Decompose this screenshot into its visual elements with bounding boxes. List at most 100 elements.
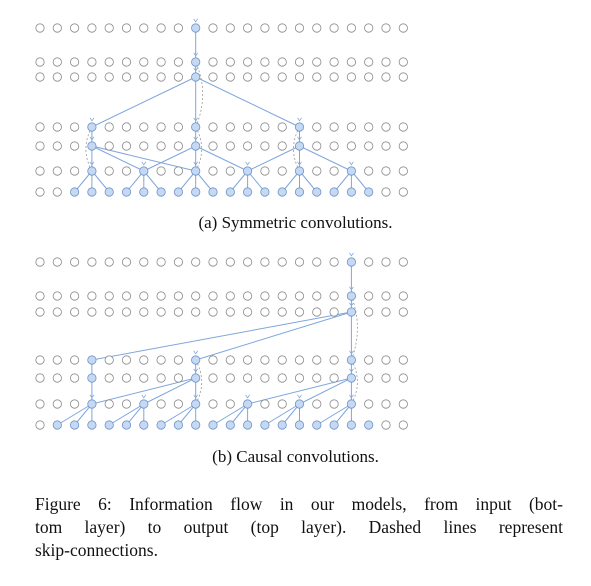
node <box>364 57 374 67</box>
node <box>243 72 253 82</box>
connection-edge <box>247 145 300 172</box>
node <box>381 122 391 132</box>
node <box>35 307 45 317</box>
node <box>346 23 356 33</box>
arrow-marker <box>141 394 147 399</box>
node <box>364 399 374 409</box>
active-node <box>87 122 97 132</box>
node <box>312 23 322 33</box>
arrow-marker <box>193 52 199 57</box>
active-node <box>294 122 305 132</box>
node <box>35 291 45 301</box>
arrow-marker <box>193 394 199 399</box>
node <box>52 291 62 301</box>
node <box>312 307 322 317</box>
node <box>225 291 235 301</box>
node <box>52 57 62 67</box>
node <box>398 355 408 365</box>
node <box>139 23 149 33</box>
active-node <box>260 187 270 197</box>
node <box>225 166 235 176</box>
node <box>260 57 270 67</box>
node <box>104 291 114 301</box>
node <box>381 257 391 267</box>
node <box>52 23 62 33</box>
node <box>173 257 183 267</box>
node <box>225 72 235 82</box>
node <box>294 257 305 267</box>
node <box>260 399 270 409</box>
node <box>312 355 322 365</box>
active-node <box>346 355 356 365</box>
node <box>104 355 114 365</box>
node <box>364 141 374 151</box>
node <box>225 257 235 267</box>
active-node <box>346 307 356 317</box>
node <box>52 257 62 267</box>
node <box>191 257 201 267</box>
node <box>35 122 45 132</box>
active-node <box>121 420 132 430</box>
node <box>260 307 270 317</box>
node <box>173 141 183 151</box>
node <box>121 307 132 317</box>
causal-convolutions-diagram <box>35 252 408 430</box>
node <box>346 57 356 67</box>
skip-connection <box>195 61 204 128</box>
active-node <box>139 187 149 197</box>
node <box>173 166 183 176</box>
node <box>35 23 45 33</box>
node <box>260 141 270 151</box>
node <box>156 373 166 383</box>
arrow-marker <box>89 161 95 166</box>
active-node <box>173 187 183 197</box>
connection-edge <box>195 76 300 128</box>
node <box>364 373 374 383</box>
node <box>52 355 62 365</box>
node <box>277 307 287 317</box>
active-node <box>191 399 201 409</box>
active-node <box>346 166 356 176</box>
node <box>173 373 183 383</box>
node <box>243 257 253 267</box>
node <box>35 72 45 82</box>
node <box>398 420 408 430</box>
node <box>87 23 97 33</box>
node <box>381 23 391 33</box>
node <box>156 57 166 67</box>
node <box>225 373 235 383</box>
node <box>35 399 45 409</box>
node <box>260 72 270 82</box>
node <box>173 72 183 82</box>
node <box>346 72 356 82</box>
node <box>70 355 80 365</box>
node <box>70 166 80 176</box>
arrow-marker <box>89 117 95 122</box>
connection-edge <box>143 145 196 172</box>
node <box>277 72 287 82</box>
node <box>329 141 339 151</box>
node <box>277 291 287 301</box>
node <box>312 122 322 132</box>
active-node <box>329 187 339 197</box>
node <box>35 257 45 267</box>
node <box>121 257 132 267</box>
node <box>225 307 235 317</box>
node <box>52 166 62 176</box>
node <box>329 166 339 176</box>
active-node <box>191 373 201 383</box>
node <box>173 122 183 132</box>
node <box>87 57 97 67</box>
arrow-marker <box>193 136 199 141</box>
node <box>277 373 287 383</box>
node <box>364 72 374 82</box>
node <box>277 257 287 267</box>
node <box>381 373 391 383</box>
node <box>208 355 218 365</box>
caption-line: skip-connections. <box>35 540 158 560</box>
node <box>173 399 183 409</box>
node <box>225 23 235 33</box>
node <box>208 257 218 267</box>
node <box>35 355 45 365</box>
node <box>260 166 270 176</box>
